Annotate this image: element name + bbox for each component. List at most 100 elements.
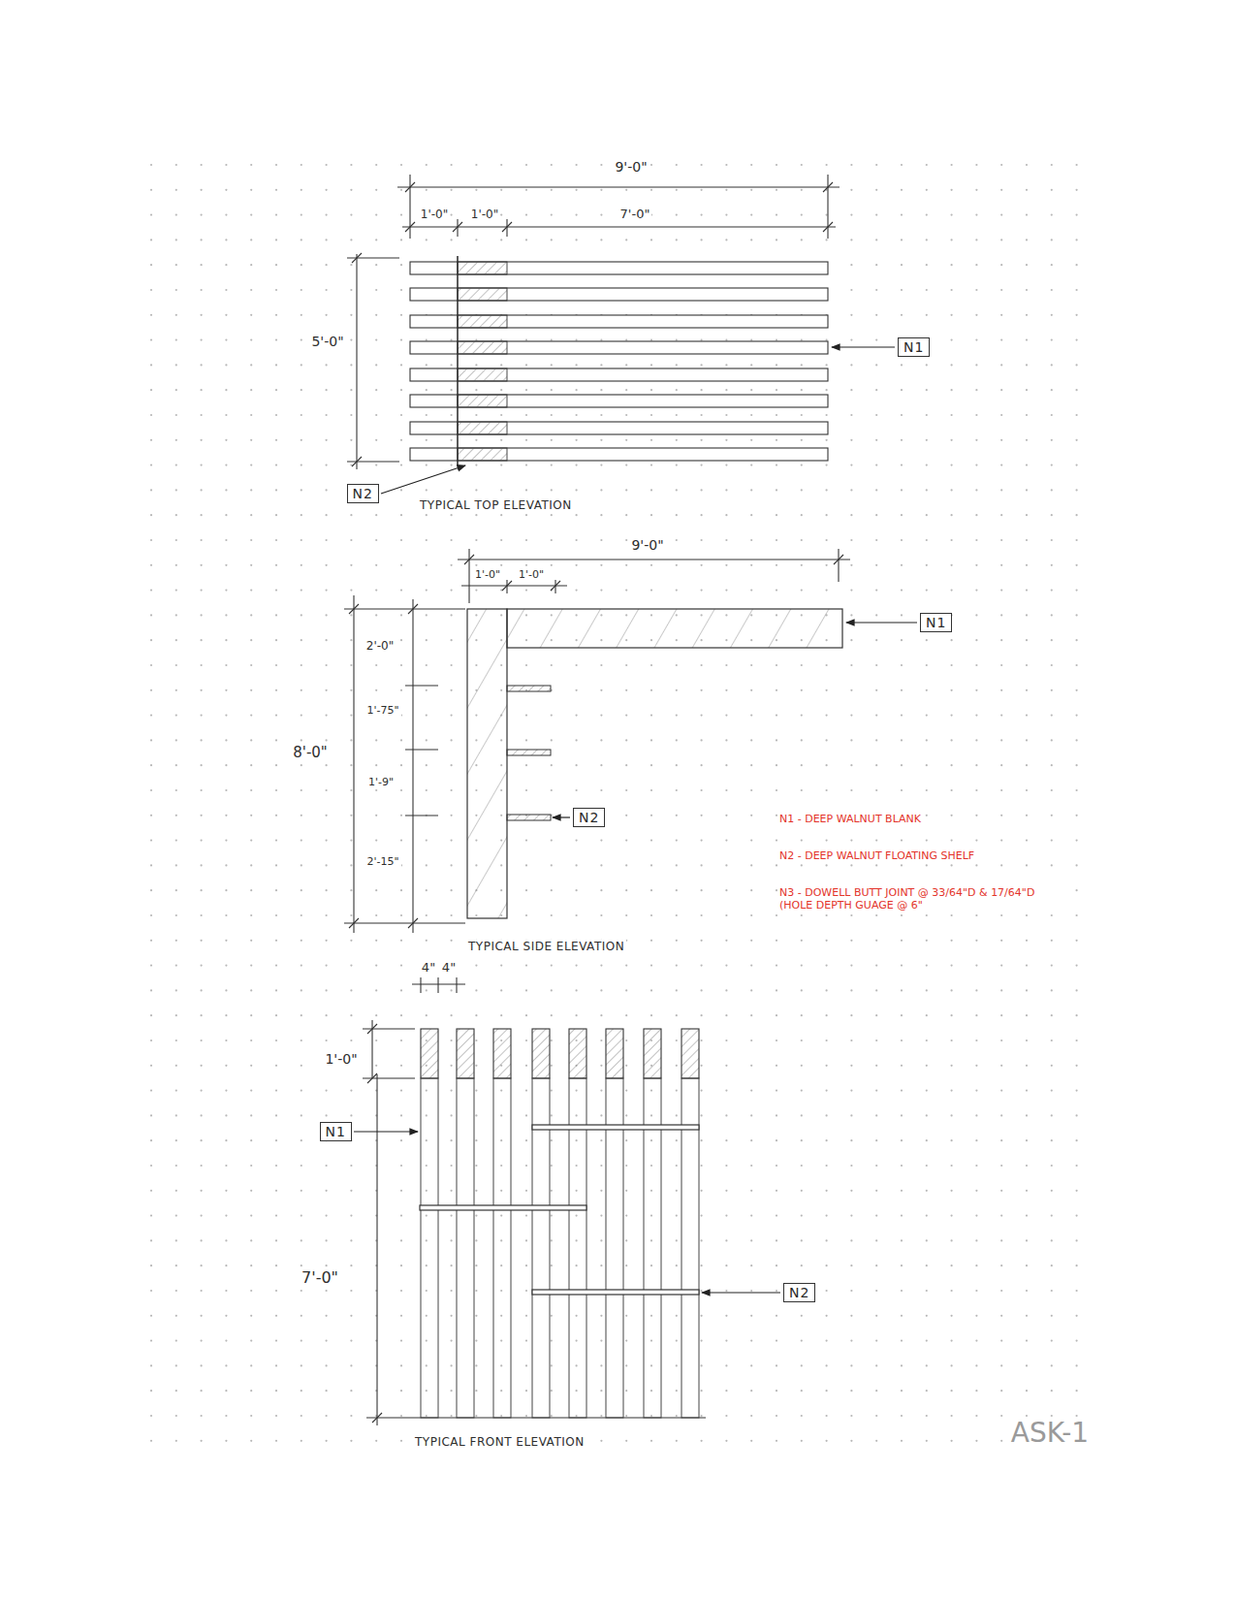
grid-dot	[175, 214, 178, 217]
grid-dot	[275, 1339, 278, 1342]
grid-dot	[400, 1363, 403, 1366]
grid-dot	[1050, 613, 1053, 616]
grid-dot	[224, 238, 227, 241]
grid-dot	[400, 988, 403, 991]
grid-dot	[275, 914, 278, 917]
grid-dot	[725, 1414, 728, 1417]
grid-dot	[275, 464, 278, 467]
grid-dot	[675, 789, 678, 792]
grid-dot	[900, 488, 903, 491]
grid-dot	[400, 1089, 403, 1092]
grid-dot	[550, 914, 553, 917]
grid-dot	[425, 238, 428, 241]
grid-dot	[1076, 439, 1078, 442]
grid-dot	[300, 388, 303, 391]
walnut-slat	[410, 287, 828, 301]
grid-dot	[400, 589, 403, 592]
grid-dot	[925, 1164, 928, 1167]
grid-dot	[950, 939, 953, 942]
grid-dot	[425, 1314, 428, 1317]
grid-dot	[825, 939, 828, 942]
grid-dot	[325, 1164, 328, 1167]
grid-dot	[250, 1289, 253, 1292]
grid-dot	[224, 814, 227, 817]
grid-dot	[625, 1113, 628, 1116]
grid-dot	[900, 1064, 903, 1067]
grid-dot	[900, 1089, 903, 1092]
grid-dot	[750, 238, 753, 241]
grid-dot	[475, 189, 477, 191]
grid-dot	[275, 214, 278, 217]
grid-dot	[150, 513, 153, 516]
grid-dot	[275, 413, 278, 416]
grid-dot	[875, 263, 878, 266]
grid-dot	[175, 439, 178, 442]
grid-dot	[925, 1064, 928, 1067]
grid-dot	[1076, 664, 1078, 666]
grid-dot	[1000, 1189, 1003, 1192]
grid-dot	[1050, 914, 1053, 917]
grid-dot	[250, 564, 253, 567]
grid-dot	[950, 1214, 953, 1217]
grid-dot	[900, 163, 903, 166]
grid-dot	[375, 163, 378, 166]
grid-dot	[275, 988, 278, 991]
grid-dot	[600, 1238, 603, 1241]
grid-dot	[600, 714, 603, 717]
grid-dot	[475, 1039, 477, 1042]
grid-dot	[1025, 1164, 1028, 1167]
grid-dot	[675, 214, 678, 217]
grid-dot	[1025, 1339, 1028, 1342]
grid-dot	[700, 1264, 703, 1267]
grid-dot	[675, 1339, 678, 1342]
grid-dot	[224, 689, 227, 692]
grid-dot	[1025, 613, 1028, 616]
grid-dot	[175, 538, 178, 541]
grid-dot	[475, 1264, 477, 1267]
grid-dot	[525, 1139, 528, 1141]
grid-dot	[725, 1264, 728, 1267]
grid-dot	[400, 439, 403, 442]
grid-dot	[975, 1314, 978, 1317]
grid-dot	[575, 1014, 578, 1016]
grid-dot	[1050, 538, 1053, 541]
grid-dot	[500, 413, 503, 416]
grid-dot	[1000, 589, 1003, 592]
grid-dot	[950, 388, 953, 391]
grid-dot	[224, 1439, 227, 1442]
grid-dot	[325, 939, 328, 942]
grid-dot	[775, 1289, 778, 1292]
grid-dot	[1050, 314, 1053, 317]
grid-dot	[575, 863, 578, 866]
grid-dot	[325, 163, 328, 166]
grid-dot	[150, 363, 153, 366]
grid-dot	[450, 1363, 453, 1366]
grid-dot	[950, 988, 953, 991]
grid-dot	[700, 214, 703, 217]
grid-dot	[275, 714, 278, 717]
grid-dot	[525, 763, 528, 766]
grid-dot	[375, 814, 378, 817]
grid-dot	[825, 589, 828, 592]
grid-dot	[1050, 638, 1053, 641]
grid-dot	[1050, 488, 1053, 491]
grid-dot	[850, 689, 853, 692]
grid-dot	[925, 564, 928, 567]
grid-dot	[775, 1414, 778, 1417]
grid-dot	[800, 789, 803, 792]
grid-dot	[175, 1238, 178, 1241]
grid-dot	[150, 1113, 153, 1116]
grid-dot	[775, 1314, 778, 1317]
grid-dot	[600, 413, 603, 416]
grid-dot	[925, 863, 928, 866]
grid-dot	[975, 363, 978, 366]
grid-dot	[650, 1389, 653, 1392]
grid-dot	[500, 1089, 503, 1092]
grid-dot	[525, 488, 528, 491]
grid-dot	[1076, 814, 1078, 817]
grid-dot	[175, 1039, 178, 1042]
grid-dot	[224, 163, 227, 166]
grid-dot	[800, 464, 803, 467]
grid-dot	[550, 839, 553, 842]
grid-dot	[800, 238, 803, 241]
